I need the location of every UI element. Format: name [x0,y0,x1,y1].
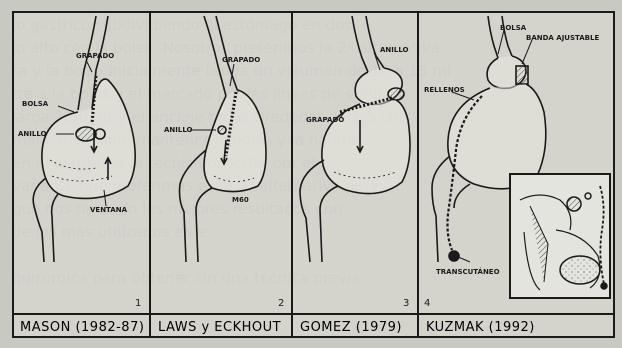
label-bolsa: BOLSA [22,100,49,108]
kuzmak-inset [510,174,610,298]
caption-3: GOMEZ (1979) [300,320,402,335]
label-grapado-3: GRAPADO [306,116,344,124]
label-bolsa-4: BOLSA [500,24,527,32]
label-anillo-2: ANILLO [164,126,193,134]
label-ventana: VENTANA [90,206,128,214]
label-reservorio: RELLENOS [424,86,465,94]
label-banda: BANDA AJUSTABLE [526,34,599,42]
label-anillo: ANILLO [18,130,47,138]
caption-2: LAWS y ECKHOUT [158,320,281,335]
label-note-2: M60 [232,196,249,204]
panel-number-3: 3 [403,298,409,309]
caption-4: KUZMAK (1992) [426,320,535,335]
label-grapado-2: GRAPADO [222,56,260,64]
caption-1: MASON (1982-87) [20,320,144,335]
panel-number-4: 4 [424,298,430,309]
label-transcutaneo: TRANSCUTÁNEO [436,267,500,276]
panel-number-1: 1 [135,298,141,309]
label-grapado: GRAPADO [76,52,114,60]
panel-number-2: 2 [278,298,284,309]
label-anillo-3: ANILLO [380,46,409,54]
